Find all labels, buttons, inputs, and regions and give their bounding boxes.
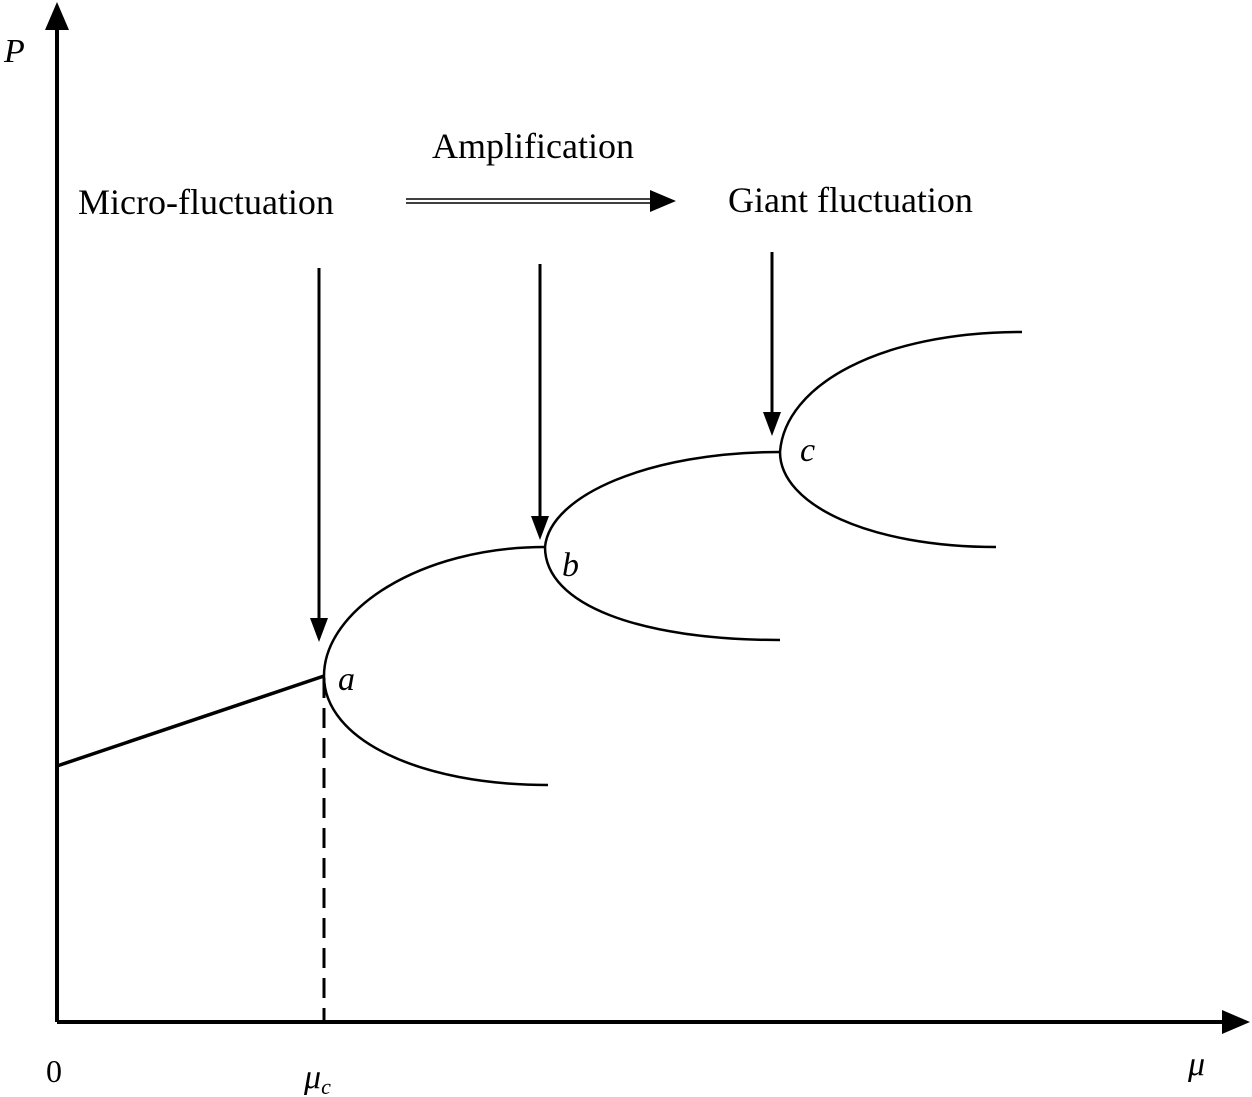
x-axis-arrowhead xyxy=(1222,1010,1250,1034)
critical-value-subscript: c xyxy=(321,1074,331,1097)
point-label-c: c xyxy=(800,432,815,469)
y-axis-arrowhead xyxy=(45,2,69,30)
stage-process-label: Amplification xyxy=(432,126,634,166)
origin-label: 0 xyxy=(46,1053,62,1089)
critical-value-label: μc xyxy=(303,1059,331,1097)
point-label-a: a xyxy=(338,661,355,698)
y-axis-label: P xyxy=(3,33,25,70)
pointer-arrow-a-head xyxy=(310,618,328,642)
branch-a-upper xyxy=(322,545,546,677)
linear-branch xyxy=(56,674,325,768)
stage-end-label: Giant fluctuation xyxy=(728,180,973,220)
pointer-arrow-c-head xyxy=(763,412,781,436)
critical-value-symbol: μ xyxy=(303,1059,321,1096)
branch-b-lower xyxy=(543,546,781,642)
pointer-arrow-b-head xyxy=(531,516,549,540)
stage-start-label: Micro-fluctuation xyxy=(78,182,334,222)
point-label-b: b xyxy=(562,547,579,584)
branch-b-upper xyxy=(543,450,781,548)
branch-a-lower xyxy=(322,675,549,787)
amplification-arrow-head xyxy=(650,190,676,212)
branch-c-lower xyxy=(778,451,997,549)
x-axis-label: μ xyxy=(1187,1046,1205,1083)
branch-c-upper xyxy=(778,330,1023,453)
